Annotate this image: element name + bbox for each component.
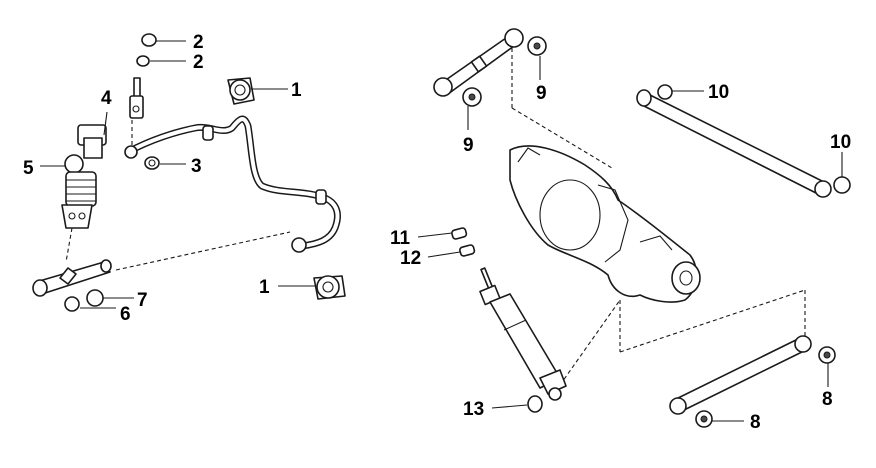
bushing-9-upper xyxy=(527,36,547,56)
callout-10-right: 10 xyxy=(830,132,851,153)
bushing-7 xyxy=(86,289,104,307)
lateral-control-rod xyxy=(32,231,291,297)
stabilizer-bracket-1-lower xyxy=(313,275,346,300)
stabilizer-bracket-1-upper xyxy=(227,77,255,105)
cushion-11 xyxy=(451,227,468,240)
callout-10-left: 10 xyxy=(708,82,729,103)
upper-long-control-rod xyxy=(636,89,832,198)
stabilizer-link xyxy=(129,77,144,146)
callout-8-left: 8 xyxy=(750,412,761,433)
callout-5: 5 xyxy=(23,158,34,179)
callout-labels: 2 2 1 4 3 5 7 6 1 9 9 10 10 11 12 13 8 8 xyxy=(23,32,851,433)
bellows xyxy=(65,171,97,207)
callout-11: 11 xyxy=(390,228,411,249)
shock-absorber xyxy=(479,267,567,401)
upper-control-arm xyxy=(433,28,524,97)
callout-3: 3 xyxy=(191,156,202,177)
bushing-10-left xyxy=(657,84,673,100)
rear-axle-housing xyxy=(509,48,806,386)
stabilizer-bar xyxy=(124,115,341,253)
bushing-6 xyxy=(64,296,80,312)
callout-2-upper: 2 xyxy=(193,32,204,53)
callout-13: 13 xyxy=(463,399,484,420)
callout-1-upper: 1 xyxy=(291,80,302,101)
bushing-13 xyxy=(527,395,543,413)
callout-1-lower: 1 xyxy=(259,277,270,298)
callout-9-lower: 9 xyxy=(463,135,474,156)
cushion-12 xyxy=(459,244,476,257)
bushing-2-lower xyxy=(136,55,150,67)
bushing-8-right xyxy=(818,346,836,364)
callout-6: 6 xyxy=(120,304,131,325)
callout-8-right: 8 xyxy=(822,389,833,410)
callout-2-lower: 2 xyxy=(193,52,204,73)
bushing-3 xyxy=(144,156,160,170)
bushing-2-upper xyxy=(141,33,157,47)
callout-4: 4 xyxy=(101,88,112,109)
height-control-valve xyxy=(61,124,107,263)
leader-lines xyxy=(40,40,843,422)
lower-control-arm xyxy=(669,335,812,415)
bushing-9-lower xyxy=(462,87,482,107)
callout-12: 12 xyxy=(400,248,421,269)
bushing-10-right xyxy=(833,176,851,194)
callout-9-upper: 9 xyxy=(536,83,547,104)
callout-7: 7 xyxy=(137,290,148,311)
bushing-8-left xyxy=(695,410,713,428)
